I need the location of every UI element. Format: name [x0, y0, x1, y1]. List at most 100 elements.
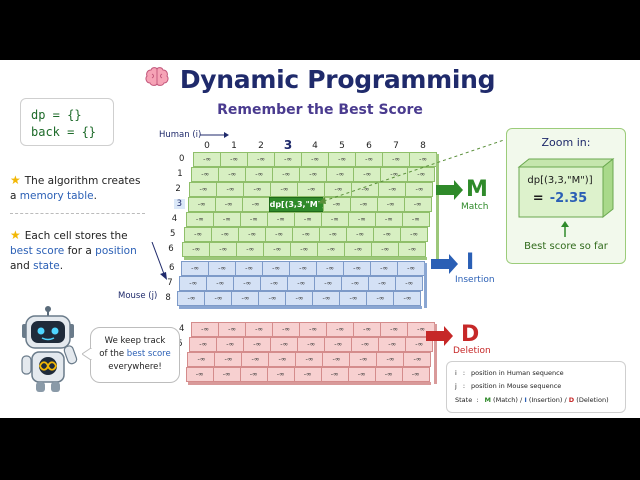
page-title: Dynamic Programming — [179, 65, 496, 94]
code-line-back: back = {} — [31, 125, 97, 139]
up-arrow-icon — [561, 221, 569, 237]
speech-bubble-tail — [82, 348, 92, 360]
axis-arrow-human — [200, 132, 229, 138]
match-cell: -∞ — [297, 182, 326, 197]
match-cell: -∞ — [349, 197, 378, 212]
insertion-cell: -∞ — [343, 261, 371, 276]
match-cell: -∞ — [191, 167, 220, 182]
zoom-cell-key: dp[(3,3,"M")] — [527, 175, 593, 186]
legend-state: State: M (Match) / I (Insertion) / D (De… — [455, 396, 609, 404]
match-arrow — [436, 180, 463, 200]
axis-label-human: Human (i) — [159, 130, 202, 140]
deletion-cell: -∞ — [185, 367, 214, 382]
match-row-label: 0 — [179, 154, 185, 164]
match-cell: -∞ — [187, 197, 216, 212]
column-header: 1 — [231, 141, 237, 151]
deletion-cell: -∞ — [324, 337, 353, 352]
deletion-cell: -∞ — [401, 367, 430, 382]
insertion-cell: -∞ — [316, 261, 344, 276]
match-row-label: 3 — [173, 199, 186, 209]
column-header: 6 — [366, 141, 372, 151]
match-cell: -∞ — [405, 182, 434, 197]
page-subtitle: Remember the Best Score — [217, 102, 423, 118]
deletion-letter: D — [461, 322, 480, 347]
deletion-cell: -∞ — [347, 367, 376, 382]
deletion-cell: -∞ — [245, 322, 273, 337]
deletion-cell: -∞ — [326, 322, 354, 337]
insertion-cell: -∞ — [231, 291, 260, 306]
match-row-label: 4 — [171, 214, 178, 224]
insertion-letter: I — [466, 250, 475, 275]
insertion-cell: -∞ — [393, 291, 422, 306]
match-cell: -∞ — [353, 167, 382, 182]
match-word: Match — [461, 202, 489, 212]
star-icon: ★ — [10, 173, 21, 187]
match-row-label: 6 — [168, 244, 174, 254]
column-header: 8 — [420, 141, 426, 151]
match-cell: -∞ — [216, 182, 245, 197]
insertion-cell: -∞ — [260, 276, 289, 291]
match-cell: -∞ — [407, 167, 436, 182]
deletion-cell: -∞ — [214, 352, 243, 367]
zoom-value: -2.35 — [549, 191, 588, 206]
deletion-cell: -∞ — [351, 337, 380, 352]
match-cell: -∞ — [317, 242, 346, 257]
insertion-cell: -∞ — [177, 291, 206, 306]
column-header: 3 — [283, 138, 293, 152]
deletion-word: Deletion — [453, 346, 491, 356]
match-cell: -∞ — [409, 152, 437, 167]
insertion-cell: -∞ — [395, 276, 424, 291]
match-cell: -∞ — [378, 182, 407, 197]
deletion-arrow — [426, 326, 453, 346]
legend-i: i:position in Human sequence — [455, 369, 564, 377]
note-divider — [10, 213, 145, 214]
axis-arrow-mouse — [151, 242, 167, 280]
legend-j: j:position in Mouse sequence — [455, 382, 562, 390]
insertion-row-label: 7 — [167, 278, 173, 288]
insertion-word: Insertion — [455, 275, 495, 285]
match-bottom-face — [184, 257, 428, 260]
column-header: 0 — [204, 141, 210, 151]
insertion-cell: -∞ — [262, 261, 290, 276]
match-row-label: 1 — [177, 169, 183, 179]
legend: i:position in Human sequence j:position … — [446, 361, 626, 413]
deletion-cell: -∞ — [380, 322, 408, 337]
zoom-caption: Best score so far — [524, 241, 608, 252]
insertion-row-label: 6 — [169, 263, 175, 273]
deletion-cell: -∞ — [243, 337, 272, 352]
match-row-label: 2 — [175, 184, 181, 194]
code-line-dp: dp = {} — [31, 108, 82, 122]
match-depth-face — [436, 154, 439, 259]
zoom-title: Zoom in: — [541, 136, 591, 149]
match-cell: -∞ — [398, 242, 427, 257]
column-header: 5 — [339, 141, 345, 151]
title-row: Dynamic Programming — [0, 65, 640, 94]
match-cell: -∞ — [182, 242, 211, 257]
slide: Dynamic Programming Remember the Best Sc… — [0, 60, 640, 418]
deletion-cell: -∞ — [191, 322, 219, 337]
match-cell: -∞ — [403, 197, 432, 212]
deletion-cell: -∞ — [349, 352, 378, 367]
match-row-label: 5 — [170, 229, 176, 239]
deletion-cell: -∞ — [295, 352, 324, 367]
deletion-cell: -∞ — [212, 367, 241, 382]
note-memory-table: ★The algorithm creates a memory table. — [10, 173, 141, 202]
match-letter: M — [466, 177, 488, 202]
axis-label-mouse: Mouse (j) — [118, 291, 158, 301]
code-box: dp = {} back = {} — [20, 98, 114, 146]
insertion-cell: -∞ — [366, 291, 395, 306]
column-header: 2 — [258, 141, 264, 151]
insertion-bottom-face — [179, 306, 423, 309]
match-cell: -∞ — [400, 227, 428, 242]
match-cell: -∞ — [220, 152, 248, 167]
deletion-cell: -∞ — [403, 352, 432, 367]
deletion-bottom-face — [187, 382, 431, 385]
speech-bubble: We keep track of the best score everywhe… — [90, 327, 180, 383]
zoom-connector — [317, 139, 505, 204]
robot-mascot-icon — [21, 306, 78, 392]
star-icon: ★ — [10, 228, 21, 242]
insertion-row-label: 8 — [165, 293, 171, 303]
insertion-arrow — [431, 254, 458, 274]
insertion-depth-face — [424, 263, 427, 308]
brain-icon — [145, 67, 169, 92]
